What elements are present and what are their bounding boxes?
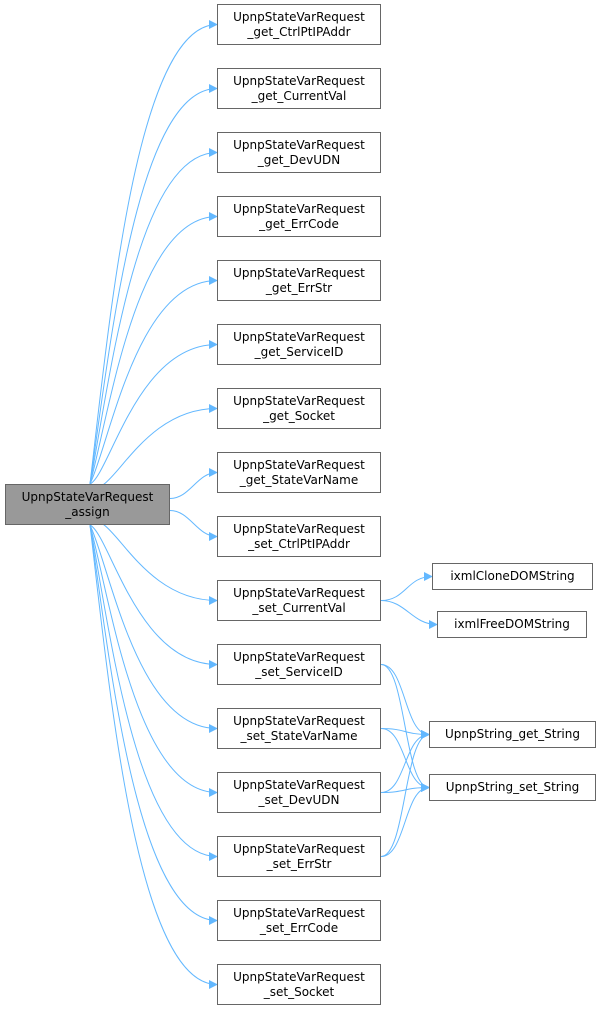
edge-root-to-set-serviceid (89, 524, 218, 669)
node-label-line: UpnpString_set_String (445, 780, 580, 794)
node-set-currentval[interactable]: UpnpStateVarRequest_set_CurrentVal (217, 580, 381, 621)
node-label-line: UpnpStateVarRequest (233, 905, 365, 920)
node-label-line: _set_Socket (263, 984, 335, 999)
node-get-socket[interactable]: UpnpStateVarRequest_get_Socket (217, 388, 381, 429)
edge-set-errstr-to-upnpstring-set-string (380, 783, 430, 857)
node-label-line: _set_ErrCode (259, 920, 339, 935)
node-label-line: UpnpStateVarRequest (233, 137, 365, 152)
node-label-line: UpnpStateVarRequest (233, 457, 365, 472)
node-label-line: _set_ErrStr (266, 856, 332, 871)
node-label-line: UpnpStateVarRequest (233, 585, 365, 600)
node-label-line: UpnpStateVarRequest (233, 649, 365, 664)
node-set-ctrlptipaddr[interactable]: UpnpStateVarRequest_set_CtrlPtIPAddr (217, 516, 381, 557)
edge-root-to-get-errcode (89, 212, 218, 485)
node-label-line: _set_CtrlPtIPAddr (248, 536, 350, 551)
node-label-line: ixmlCloneDOMString (450, 569, 575, 583)
edge-set-statevarname-to-upnpstring-set-string (380, 728, 430, 792)
node-label-line: _set_DevUDN (258, 792, 340, 807)
node-label-line: UpnpStateVarRequest (21, 489, 154, 504)
node-label-line: UpnpStateVarRequest (233, 9, 365, 24)
node-get-errstr[interactable]: UpnpStateVarRequest_get_ErrStr (217, 260, 381, 301)
edge-set-errstr-to-upnpstring-get-string (380, 730, 430, 857)
node-label-line: UpnpStateVarRequest (233, 713, 365, 728)
node-ixmlfreedomstring[interactable]: ixmlFreeDOMString (437, 611, 587, 638)
edge-root-to-get-devudn (89, 148, 218, 485)
edge-root-to-get-errstr (89, 276, 218, 485)
node-set-errcode[interactable]: UpnpStateVarRequest_set_ErrCode (217, 900, 381, 941)
node-get-devudn[interactable]: UpnpStateVarRequest_get_DevUDN (217, 132, 381, 173)
node-get-currentval[interactable]: UpnpStateVarRequest_get_CurrentVal (217, 68, 381, 109)
edge-root-to-set-currentval (89, 521, 218, 605)
node-set-devudn[interactable]: UpnpStateVarRequest_set_DevUDN (217, 772, 381, 813)
edge-root-to-set-socket (89, 524, 218, 989)
node-label-line: UpnpStateVarRequest (233, 969, 365, 984)
node-label-line: _get_ServiceID (254, 344, 344, 359)
node-ixmlclonedomstring[interactable]: ixmlCloneDOMString (432, 563, 593, 590)
node-get-errcode[interactable]: UpnpStateVarRequest_get_ErrCode (217, 196, 381, 237)
edge-root-to-set-devudn (89, 524, 218, 797)
node-label-line: UpnpStateVarRequest (233, 73, 365, 88)
node-label-line: UpnpStateVarRequest (233, 777, 365, 792)
edge-root-to-get-currentval (89, 84, 218, 485)
node-label-line: _get_CurrentVal (251, 88, 347, 103)
node-label-line: _set_CurrentVal (252, 600, 346, 615)
node-root: UpnpStateVarRequest_assign (5, 484, 170, 525)
edge-set-currentval-to-ixmlfreedomstring (380, 600, 438, 629)
node-set-socket[interactable]: UpnpStateVarRequest_set_Socket (217, 964, 381, 1005)
node-get-ctrlptipaddr[interactable]: UpnpStateVarRequest_get_CtrlPtIPAddr (217, 4, 381, 45)
edge-root-to-set-errcode (89, 524, 218, 925)
edge-set-currentval-to-ixmlclonedomstring (380, 572, 433, 601)
edge-root-to-get-serviceid (89, 340, 218, 485)
node-label-line: UpnpStateVarRequest (233, 265, 365, 280)
edge-root-to-set-ctrlptipaddr (169, 510, 218, 541)
node-label-line: ixmlFreeDOMString (454, 617, 570, 631)
edge-root-to-set-statevarname (89, 524, 218, 733)
node-label-line: UpnpStateVarRequest (233, 841, 365, 856)
node-set-serviceid[interactable]: UpnpStateVarRequest_set_ServiceID (217, 644, 381, 685)
node-label-line: _assign (65, 504, 110, 519)
node-label-line: UpnpStateVarRequest (233, 329, 365, 344)
edge-root-to-set-errstr (89, 524, 218, 861)
node-label-line: _get_CtrlPtIPAddr (247, 24, 351, 39)
node-label-line: _get_DevUDN (257, 152, 341, 167)
node-label-line: _get_Socket (263, 408, 335, 423)
node-label-line: _get_ErrCode (259, 216, 339, 231)
edge-set-serviceid-to-upnpstring-set-string (380, 664, 430, 792)
node-upnpstring-set-string[interactable]: UpnpString_set_String (429, 774, 596, 801)
node-get-serviceid[interactable]: UpnpStateVarRequest_get_ServiceID (217, 324, 381, 365)
node-label-line: _get_ErrStr (265, 280, 333, 295)
node-upnpstring-get-string[interactable]: UpnpString_get_String (429, 721, 596, 748)
node-label-line: UpnpStateVarRequest (233, 521, 365, 536)
node-label-line: _set_StateVarName (240, 728, 358, 743)
node-set-statevarname[interactable]: UpnpStateVarRequest_set_StateVarName (217, 708, 381, 749)
edge-root-to-get-statevarname (169, 468, 218, 499)
node-label-line: UpnpString_get_String (445, 727, 580, 741)
edge-set-statevarname-to-upnpstring-get-string (380, 728, 430, 739)
node-label-line: UpnpStateVarRequest (233, 393, 365, 408)
node-label-line: UpnpStateVarRequest (233, 201, 365, 216)
node-label-line: _set_ServiceID (255, 664, 343, 679)
node-get-statevarname[interactable]: UpnpStateVarRequest_get_StateVarName (217, 452, 381, 493)
node-set-errstr[interactable]: UpnpStateVarRequest_set_ErrStr (217, 836, 381, 877)
edge-root-to-get-socket (89, 404, 218, 488)
node-label-line: _get_StateVarName (239, 472, 359, 487)
edge-root-to-get-ctrlptipaddr (89, 20, 218, 485)
